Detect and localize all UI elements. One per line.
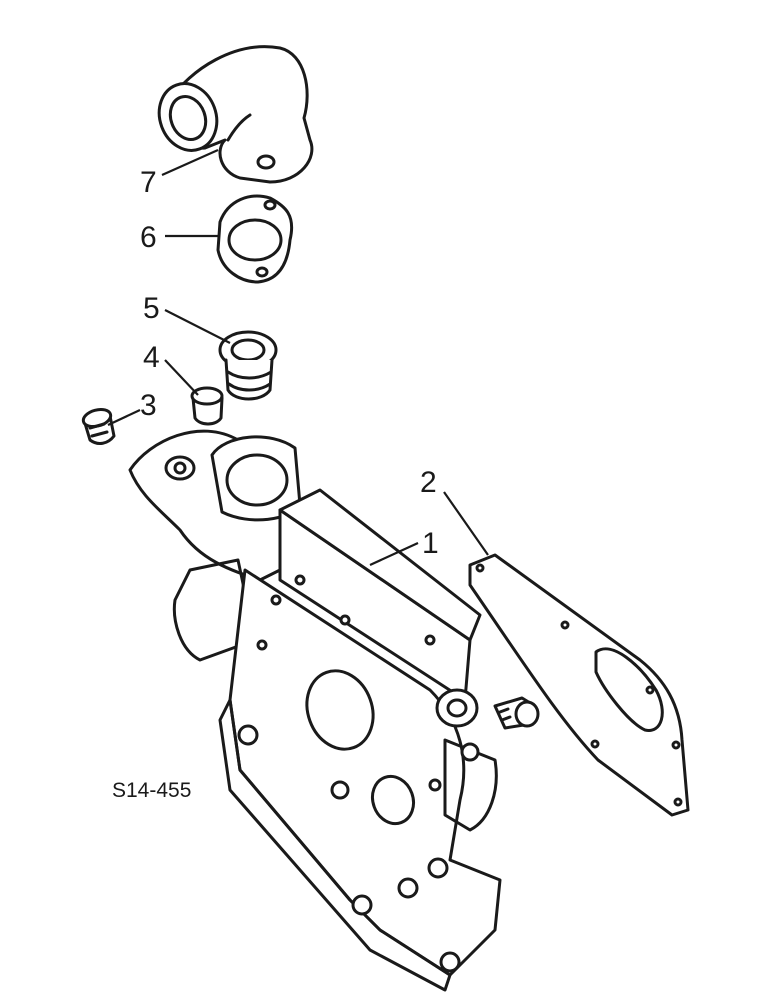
part-1-front-cover (128, 429, 502, 992)
part-3-plug (81, 407, 116, 445)
part-6-gasket (216, 194, 294, 284)
callout-2: 2 (420, 466, 437, 499)
part-4-plug (190, 386, 224, 426)
callout-4: 4 (143, 341, 160, 374)
part-7-elbow-outlet (157, 45, 314, 184)
callout-5: 5 (143, 292, 160, 325)
leader-lines (107, 148, 489, 566)
part-5-thermostat (218, 330, 278, 401)
callout-6: 6 (140, 221, 157, 254)
part-2-cover-gasket (468, 553, 690, 817)
figure-code: S14-455 (112, 779, 191, 802)
side-plug (493, 696, 540, 730)
callout-3: 3 (140, 389, 157, 422)
callout-7: 7 (140, 166, 157, 199)
callout-1: 1 (422, 527, 439, 560)
